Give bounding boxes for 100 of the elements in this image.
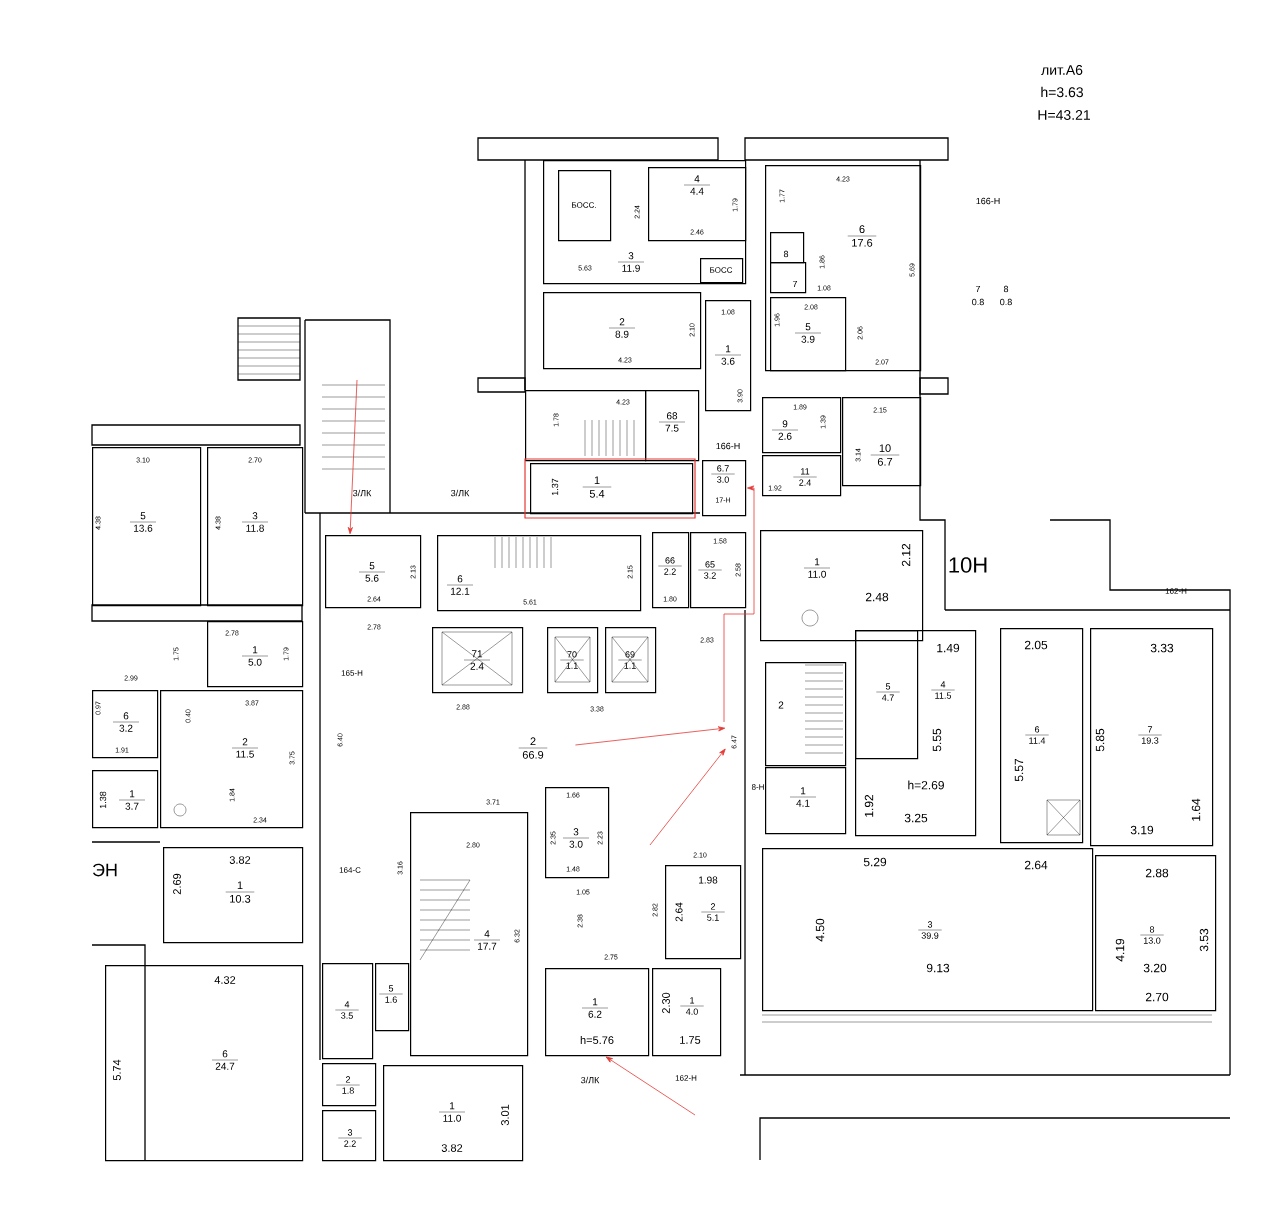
dimension: 5.74	[113, 1059, 121, 1081]
arrow	[723, 485, 755, 723]
room-number: 1	[593, 998, 598, 1006]
room-area: 5.0	[248, 658, 262, 666]
dimension: 4.19	[1115, 938, 1125, 962]
arrow	[649, 748, 726, 846]
room-number: 8	[1003, 285, 1009, 293]
room-label: 2	[778, 701, 784, 709]
dimension: 3.82	[441, 1144, 463, 1152]
room-area: 6.7	[877, 457, 893, 466]
room-area: 11.0	[808, 570, 826, 578]
room-number: 7	[1147, 726, 1153, 733]
room-area: 11.8	[246, 524, 264, 532]
dimension: 4.50	[815, 918, 825, 942]
room-number: 1	[594, 476, 600, 484]
door-label: 162-Н	[1165, 588, 1187, 594]
room-area: 1.8	[342, 1087, 354, 1094]
dimension: 3.20	[1143, 963, 1167, 973]
room-number: 5	[805, 323, 811, 331]
room-number: 3	[573, 828, 579, 836]
dimension: 1.75	[680, 1036, 701, 1044]
room-area: 17.6	[852, 238, 873, 247]
door-label: 166-Н	[716, 442, 740, 450]
dimension: 5.85	[1095, 728, 1105, 752]
room-area: 11.4	[1029, 737, 1046, 744]
room-area: 2.6	[778, 432, 792, 440]
room-number: 2	[530, 737, 536, 746]
room-number: 6	[222, 1050, 228, 1058]
dimension: 1.38	[99, 791, 107, 809]
room-area: 13.0	[1143, 937, 1161, 944]
room-number: 70	[567, 651, 577, 658]
dimension: 5.57	[1014, 758, 1024, 782]
plan-note: H=43.21	[1038, 110, 1090, 120]
room-area: 13.6	[134, 524, 153, 532]
room-number: 66	[665, 557, 675, 564]
room-area: 3.7	[125, 802, 139, 810]
door-label: 162-Н	[675, 1075, 697, 1081]
room-number: 6	[859, 225, 865, 234]
room-area: 19.3	[1141, 737, 1159, 744]
room-number: 4	[940, 681, 946, 688]
dimension: 1.64	[1191, 798, 1201, 821]
room-number: 5	[140, 512, 146, 520]
room-number: 1	[253, 646, 258, 654]
room-area: 2.4	[799, 479, 811, 486]
dimension: 5.29	[863, 857, 887, 867]
room-number: 2	[710, 903, 716, 910]
room-number: 4	[484, 930, 490, 938]
room-number: 1	[726, 345, 731, 353]
room-label: 7	[792, 280, 798, 288]
room-number: 2	[619, 318, 625, 326]
room-area: 66.9	[522, 750, 544, 759]
room-number: 2	[242, 738, 248, 746]
door-label: 3/ЛК	[581, 1076, 600, 1084]
room-area: 1.1	[624, 662, 636, 669]
room-number: 1	[237, 881, 243, 889]
room-area: 3.2	[704, 572, 716, 579]
room-number: 5	[885, 683, 891, 690]
arrow	[605, 1056, 696, 1116]
room-area: 4.0	[685, 1008, 698, 1015]
dimension: 2.70	[1145, 992, 1169, 1002]
room-area: 3.0	[569, 840, 583, 848]
dimension: 2.05	[1024, 640, 1048, 650]
room-area: 39.9	[921, 932, 939, 939]
room-area: 7.5	[665, 424, 679, 432]
room-area: 3.5	[341, 1012, 353, 1019]
room-number: 4	[344, 1001, 350, 1008]
room-number: 5	[369, 562, 375, 570]
room-area: 17.7	[478, 942, 497, 950]
room-number: 7	[975, 285, 981, 293]
room-label: БОСС.	[572, 202, 596, 208]
room-number: 4	[694, 175, 700, 183]
room-number: 6	[457, 575, 463, 583]
room-area: 5.1	[707, 914, 719, 921]
room-area: 3.6	[721, 357, 735, 365]
dimension: 2.64	[1024, 860, 1048, 870]
room-number: 11	[801, 468, 810, 475]
room-number: 65	[705, 561, 715, 568]
room-number: 68	[666, 412, 678, 420]
dimension: 2.30	[662, 992, 670, 1014]
room-area: 6.2	[588, 1010, 602, 1018]
dimension: 1.98	[699, 876, 718, 884]
dimension: 4.32	[214, 976, 236, 984]
dimension: 1.37	[551, 478, 559, 496]
room-number: 6	[123, 712, 129, 720]
arrow	[575, 726, 726, 746]
room-area: 0.8	[1000, 298, 1012, 306]
dimension: 2.69	[173, 873, 181, 895]
room-area: 3.9	[801, 335, 815, 343]
dimension: 2.88	[1145, 868, 1169, 878]
room-number: 10	[879, 444, 891, 453]
room-area: 5.4	[589, 490, 605, 498]
room-label: БОСС	[710, 267, 733, 273]
dimension: 3.19	[1130, 825, 1154, 835]
door-label: 164-С	[339, 867, 361, 873]
room-number: 5	[388, 985, 394, 992]
room-area: 2.2	[344, 1140, 356, 1147]
room-area: 4.7	[881, 694, 894, 701]
room-number: 1	[690, 997, 695, 1004]
door-label: 3/ЛК	[353, 489, 372, 497]
room-number: 3	[252, 512, 258, 520]
